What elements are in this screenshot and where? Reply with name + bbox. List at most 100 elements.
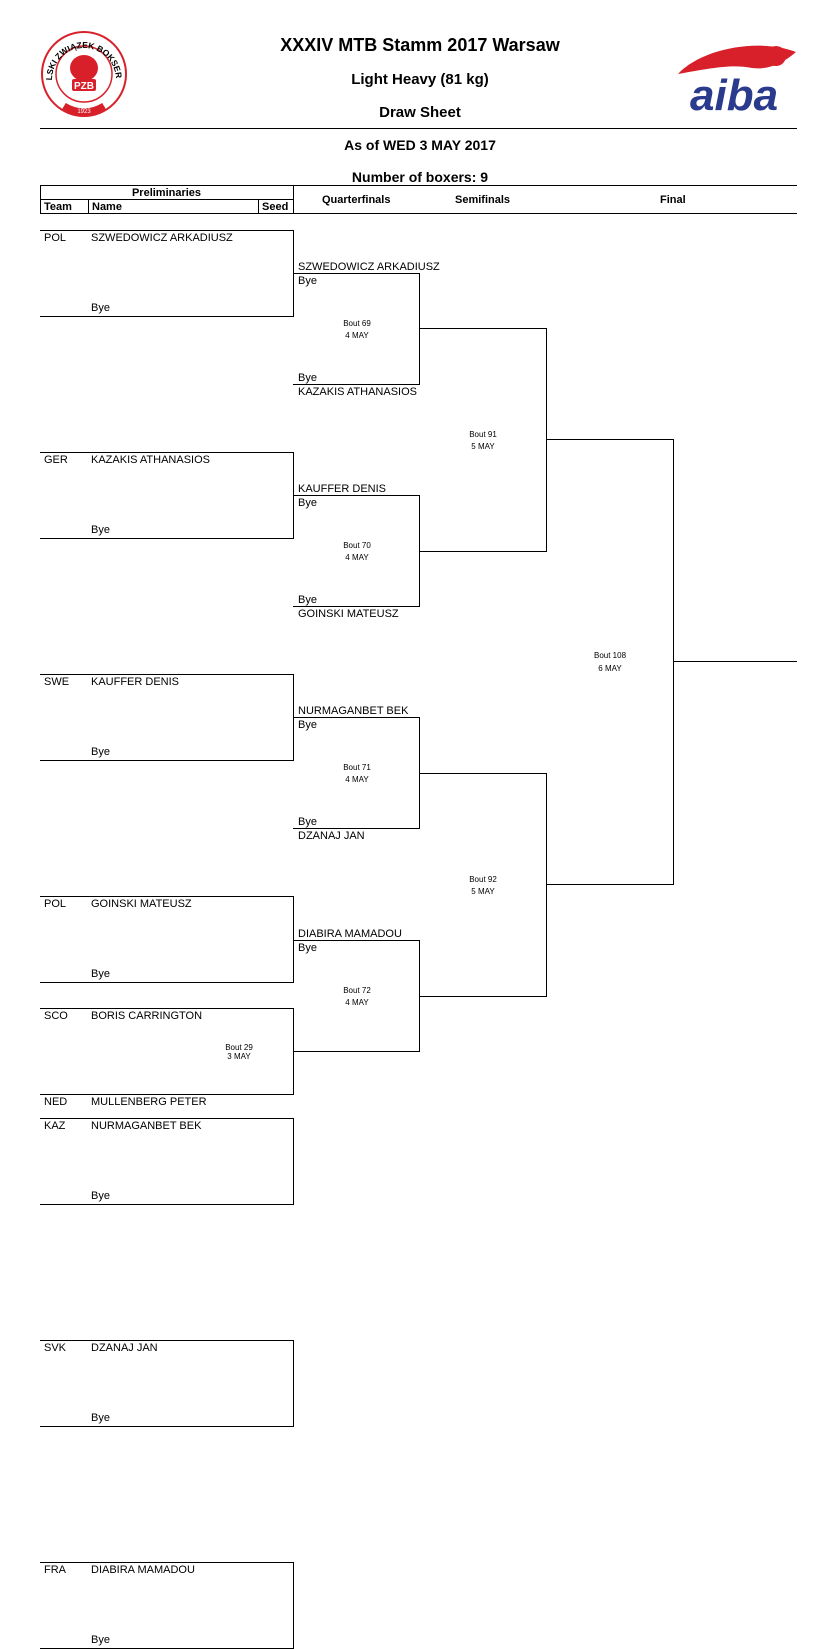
qf-boxer-name: KAUFFER DENIS — [298, 483, 387, 495]
name-header: Name — [92, 201, 122, 213]
pzb-abbr: PZB — [74, 81, 94, 92]
prelim-line — [40, 760, 293, 761]
qf-bout-date: 4 MAY — [345, 774, 369, 784]
prelim-bye: Bye — [91, 1190, 110, 1202]
final-header: Final — [660, 194, 686, 206]
header-left-edge — [40, 185, 41, 213]
header-seed-divider — [258, 199, 259, 213]
pzb-year: 1923 — [77, 109, 91, 115]
table-top-rule — [40, 185, 797, 186]
qf-bye: Bye — [298, 816, 317, 828]
prelim-boxer-name: MULLENBERG PETER — [91, 1096, 207, 1108]
prelim-team: SWE — [44, 676, 70, 688]
final-bout-date: 6 MAY — [598, 664, 622, 673]
qf-boxer-name: DZANAJ JAN — [298, 830, 365, 842]
prelim-boxer-name: BORIS CARRINGTON — [91, 1010, 203, 1022]
prelim-boxer-name: NURMAGANBET BEK — [91, 1120, 202, 1132]
champion-line — [673, 661, 797, 662]
quarterfinals-header: Quarterfinals — [322, 194, 391, 206]
qf-bye: Bye — [298, 942, 317, 954]
prelim-team: POL — [44, 232, 67, 244]
qf-boxer-name: SZWEDOWICZ ARKADIUSZ — [298, 261, 440, 273]
final-line — [546, 884, 673, 885]
qf-line — [293, 606, 420, 607]
prelim-line — [40, 1562, 293, 1563]
prelim-bye: Bye — [91, 302, 110, 314]
qf-bye: Bye — [298, 594, 317, 606]
qf-boxer-name: DIABIRA MAMADOU — [298, 928, 402, 940]
qf-line — [293, 940, 420, 941]
qf-line — [293, 717, 420, 718]
sf-bout-number: Bout 91 — [469, 429, 497, 439]
final-line — [546, 439, 673, 440]
sf-bout-date: 5 MAY — [471, 441, 495, 451]
prelim-team: KAZ — [44, 1120, 66, 1132]
sf-line — [419, 551, 546, 552]
prelim-bye: Bye — [91, 1412, 110, 1424]
qf-bout-number: Bout 72 — [343, 985, 371, 995]
prelim-bout-date: 3 MAY — [227, 1052, 251, 1061]
qf-bye: Bye — [298, 372, 317, 384]
qf-line — [293, 495, 420, 496]
prelim-connector — [293, 1340, 294, 1427]
prelim-line — [40, 1118, 293, 1119]
prelim-team: NED — [44, 1096, 68, 1108]
qf-bout-date: 4 MAY — [345, 330, 369, 340]
prelim-line — [40, 1094, 293, 1095]
sf-line — [419, 996, 546, 997]
as-of-date: As of WED 3 MAY 2017 — [344, 137, 496, 153]
prelim-team: FRA — [44, 1564, 66, 1576]
table-header-rule — [40, 213, 797, 214]
qf-boxer-name: NURMAGANBET BEK — [298, 705, 409, 717]
pzb-logo: POLSKI ZWIĄZEK BOKSERSKI PZB 1923 — [38, 28, 127, 117]
prelim-line — [40, 452, 293, 453]
prelim-boxer-name: DZANAJ JAN — [91, 1342, 158, 1354]
final-connector — [673, 439, 674, 885]
prelim-team: SVK — [44, 1342, 67, 1354]
seed-header: Seed — [262, 201, 289, 213]
qf-bout-number: Bout 70 — [343, 540, 371, 550]
qf-connector — [419, 273, 420, 385]
qf-bye: Bye — [298, 497, 317, 509]
final-bout-number: Bout 108 — [593, 651, 627, 660]
aiba-wordmark: aiba — [690, 71, 778, 118]
qf-boxer-name: KAZAKIS ATHANASIOS — [298, 386, 417, 398]
qf-bout-number: Bout 71 — [343, 762, 371, 772]
prelim-line — [40, 982, 293, 983]
header-prelim-edge — [293, 185, 294, 213]
sheet-type: Draw Sheet — [379, 104, 461, 121]
semifinals-header: Semifinals — [455, 194, 511, 206]
prelim-connector — [293, 1118, 294, 1205]
sf-bout-number: Bout 92 — [469, 874, 497, 884]
prelim-boxer-name: SZWEDOWICZ ARKADIUSZ — [91, 232, 233, 244]
prelim-line — [40, 1008, 293, 1009]
header-team-divider — [88, 199, 89, 213]
page-title: XXXIV MTB Stamm 2017 Warsaw — [280, 35, 560, 55]
prelim-team: POL — [44, 898, 67, 910]
prelim-team: SCO — [44, 1010, 68, 1022]
qf-boxer-name: GOINSKI MATEUSZ — [298, 608, 399, 620]
team-header: Team — [44, 201, 72, 213]
prelim-bye: Bye — [91, 524, 110, 536]
qf-bout-date: 4 MAY — [345, 997, 369, 1007]
prelim-subheader-rule — [40, 199, 293, 200]
prelim-bye: Bye — [91, 968, 110, 980]
prelim-line — [40, 538, 293, 539]
sf-connector — [546, 328, 547, 552]
prelim-connector — [293, 896, 294, 983]
prelim-line — [40, 1204, 293, 1205]
sf-bout-date: 5 MAY — [471, 886, 495, 896]
weight-class: Light Heavy (81 kg) — [351, 71, 489, 88]
qf-line — [293, 828, 420, 829]
prelim-line — [40, 896, 293, 897]
qf-bye: Bye — [298, 275, 317, 287]
prelim-boxer-name: KAUFFER DENIS — [91, 676, 180, 688]
sf-line — [419, 773, 546, 774]
prelim-line — [40, 674, 293, 675]
aiba-logo: aiba — [678, 45, 796, 118]
prelim-line — [40, 1426, 293, 1427]
qf-line — [293, 384, 420, 385]
prelim-bye: Bye — [91, 1634, 110, 1646]
qf-bout-date: 4 MAY — [345, 552, 369, 562]
qf-line — [293, 1051, 420, 1052]
